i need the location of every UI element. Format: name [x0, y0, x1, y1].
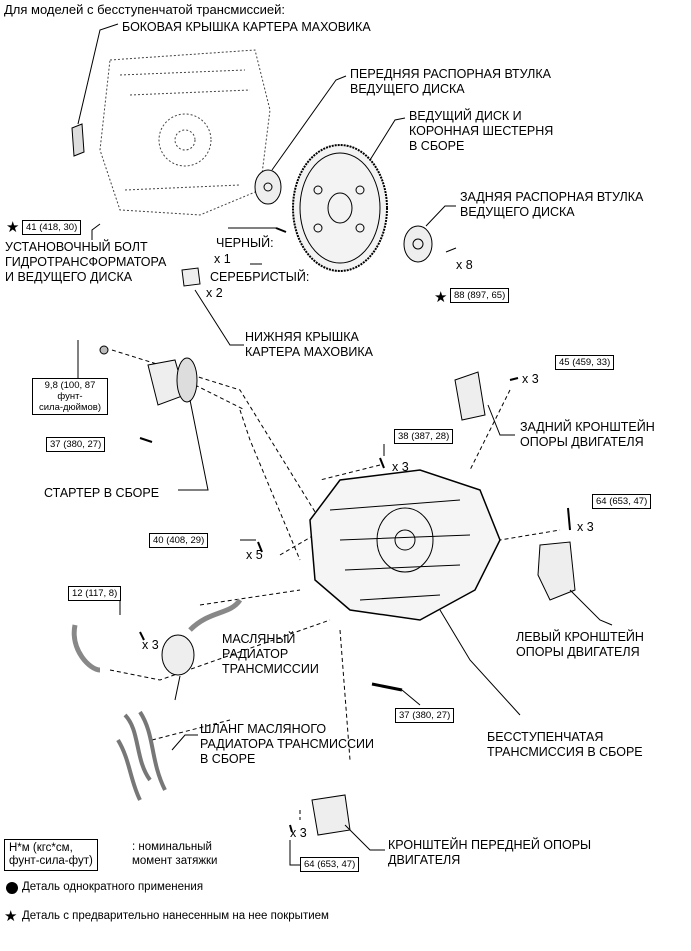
label-silver: СЕРЕБРИСТЫЙ:	[210, 270, 310, 284]
label-black: ЧЕРНЫЙ:	[216, 236, 274, 250]
label-front-bracket: КРОНШТЕЙН ПЕРЕДНЕЙ ОПОРЫ ДВИГАТЕЛЯ	[388, 838, 592, 867]
label-rear-spacer: ЗАДНЯЯ РАСПОРНАЯ ВТУЛКА ВЕДУЩЕГО ДИСКА	[460, 190, 644, 219]
torque-38: 38 (387, 28)	[394, 429, 454, 444]
label-drive-plate: ВЕДУЩИЙ ДИСК И КОРОННАЯ ШЕСТЕРНЯ В СБОРЕ	[409, 109, 554, 153]
torque-40: 40 (408, 29)	[149, 533, 209, 548]
qty-left-bracket: x 3	[577, 520, 594, 534]
precoated-legend-star-icon: ★	[4, 908, 18, 925]
label-cvt: БЕССТУПЕНЧАТАЯ ТРАНСМИССИЯ В СБОРЕ	[487, 730, 643, 759]
page-header: Для моделей с бесступенчатой трансмиссие…	[4, 2, 285, 17]
legend-torque-box: Н*м (кгс*см, фунт-сила-фут)	[4, 839, 98, 871]
torque-64-left: 64 (653, 47)	[592, 494, 652, 509]
label-lower-cover: НИЖНЯЯ КРЫШКА КАРТЕРА МАХОВИКА	[245, 330, 374, 359]
legend-precoated: Деталь с предварительно нанесенным на не…	[22, 910, 329, 922]
torque-64-front: 64 (653, 47)	[300, 857, 360, 872]
label-side-cover: БОКОВАЯ КРЫШКА КАРТЕРА МАХОВИКА	[122, 20, 371, 34]
label-left-bracket: ЛЕВЫЙ КРОНШТЕЙН ОПОРЫ ДВИГАТЕЛЯ	[516, 630, 644, 659]
torque-45: 45 (459, 33)	[555, 355, 615, 370]
drive-plate-part	[292, 144, 388, 272]
qty-rear-spacer-bolts: x 8	[456, 258, 473, 272]
qty-rear-bracket: x 3	[522, 372, 539, 386]
qty-front-bracket: x 3	[290, 826, 307, 840]
front-bracket-part	[311, 794, 351, 836]
left-bracket-part	[537, 541, 576, 601]
front-spacer-part	[254, 169, 282, 205]
single-use-dot-icon	[6, 882, 18, 894]
starter-part	[99, 345, 198, 443]
qty-38-bolts: x 3	[392, 460, 409, 474]
label-hose: ШЛАНГ МАСЛЯНОГО РАДИАТОРА ТРАНСМИССИИ В …	[200, 722, 374, 766]
lower-cover-part	[181, 267, 201, 287]
legend-torque-desc: : номинальный момент затяжки	[132, 841, 218, 867]
label-rear-bracket: ЗАДНИЙ КРОНШТЕЙН ОПОРЫ ДВИГАТЕЛЯ	[520, 420, 655, 449]
qty-black: x 1	[214, 252, 231, 266]
torque-88: 88 (897, 65)	[450, 288, 510, 303]
qty-silver: x 2	[206, 286, 223, 300]
torque-12: 12 (117, 8)	[68, 586, 122, 601]
label-front-spacer: ПЕРЕДНЯЯ РАСПОРНАЯ ВТУЛКА ВЕДУЩЕГО ДИСКА	[350, 67, 552, 96]
engine-block-sketch	[99, 49, 271, 216]
precoated-star-icon-88: ★	[434, 289, 448, 306]
qty-40-bolts: x 5	[246, 548, 263, 562]
side-cover-part	[71, 123, 85, 157]
torque-37-bottom: 37 (380, 27)	[395, 708, 455, 723]
torque-9-8: 9,8 (100, 87 фунт- сила-дюймов)	[32, 378, 108, 415]
label-starter: СТАРТЕР В СБОРЕ	[44, 486, 160, 500]
qty-cooler-bolts: x 3	[142, 638, 159, 652]
label-oil-cooler: МАСЛЯНЫЙ РАДИАТОР ТРАНСМИССИИ	[222, 632, 319, 676]
precoated-star-icon: ★	[6, 219, 20, 236]
label-mount-bolt: УСТАНОВОЧНЫЙ БОЛТ ГИДРОТРАНСФОРМАТОРА И …	[5, 240, 167, 284]
legend-single-use: Деталь однократного применения	[22, 881, 204, 893]
torque-37-starter: 37 (380, 27)	[46, 437, 106, 452]
torque-41: 41 (418, 30)	[22, 220, 82, 235]
rear-spacer-part	[403, 225, 433, 263]
rear-bracket-part	[454, 371, 486, 421]
cvt-part	[309, 469, 501, 621]
oil-cooler-part	[71, 598, 243, 676]
hose-assembly-part	[116, 710, 167, 801]
